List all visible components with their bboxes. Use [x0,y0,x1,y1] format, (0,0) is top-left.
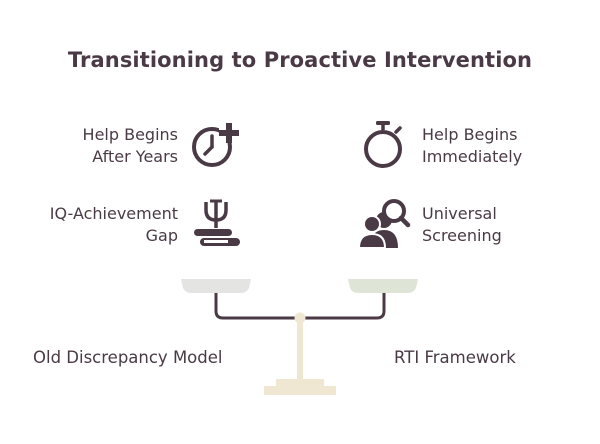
right-item-2-line1: Universal [422,204,497,223]
right-item-1-line1: Help Begins [422,125,518,144]
right-item-2-label: Universal Screening [422,203,502,247]
left-item-2-label: IQ-Achievement Gap [50,203,178,247]
people-search-icon [358,199,411,248]
right-item-1-line2: Immediately [422,147,523,166]
left-item-2-line1: IQ-Achievement [49,204,178,223]
clock-plus-icon [192,123,239,167]
left-item-2-line2: Gap [145,226,178,245]
left-pan [181,279,251,293]
stopwatch-icon [364,121,402,168]
right-item-1-label: Help Begins Immediately [422,124,522,168]
scale-stand-pole [297,318,303,380]
right-side-label: RTI Framework [394,348,516,367]
left-item-1-line2: After Years [92,147,178,166]
left-item-1-label: Help Begins After Years [83,124,178,168]
scale-pivot [294,312,306,324]
left-side-label: Old Discrepancy Model [33,348,223,367]
right-item-2-line2: Screening [422,226,502,245]
psi-books-icon [194,199,240,246]
right-pan [348,279,418,293]
scale-stand-base [264,386,336,395]
left-item-1-line1: Help Begins [82,125,178,144]
diagram-title: Transitioning to Proactive Intervention [67,48,533,72]
scale-stand-top-base [276,379,324,387]
